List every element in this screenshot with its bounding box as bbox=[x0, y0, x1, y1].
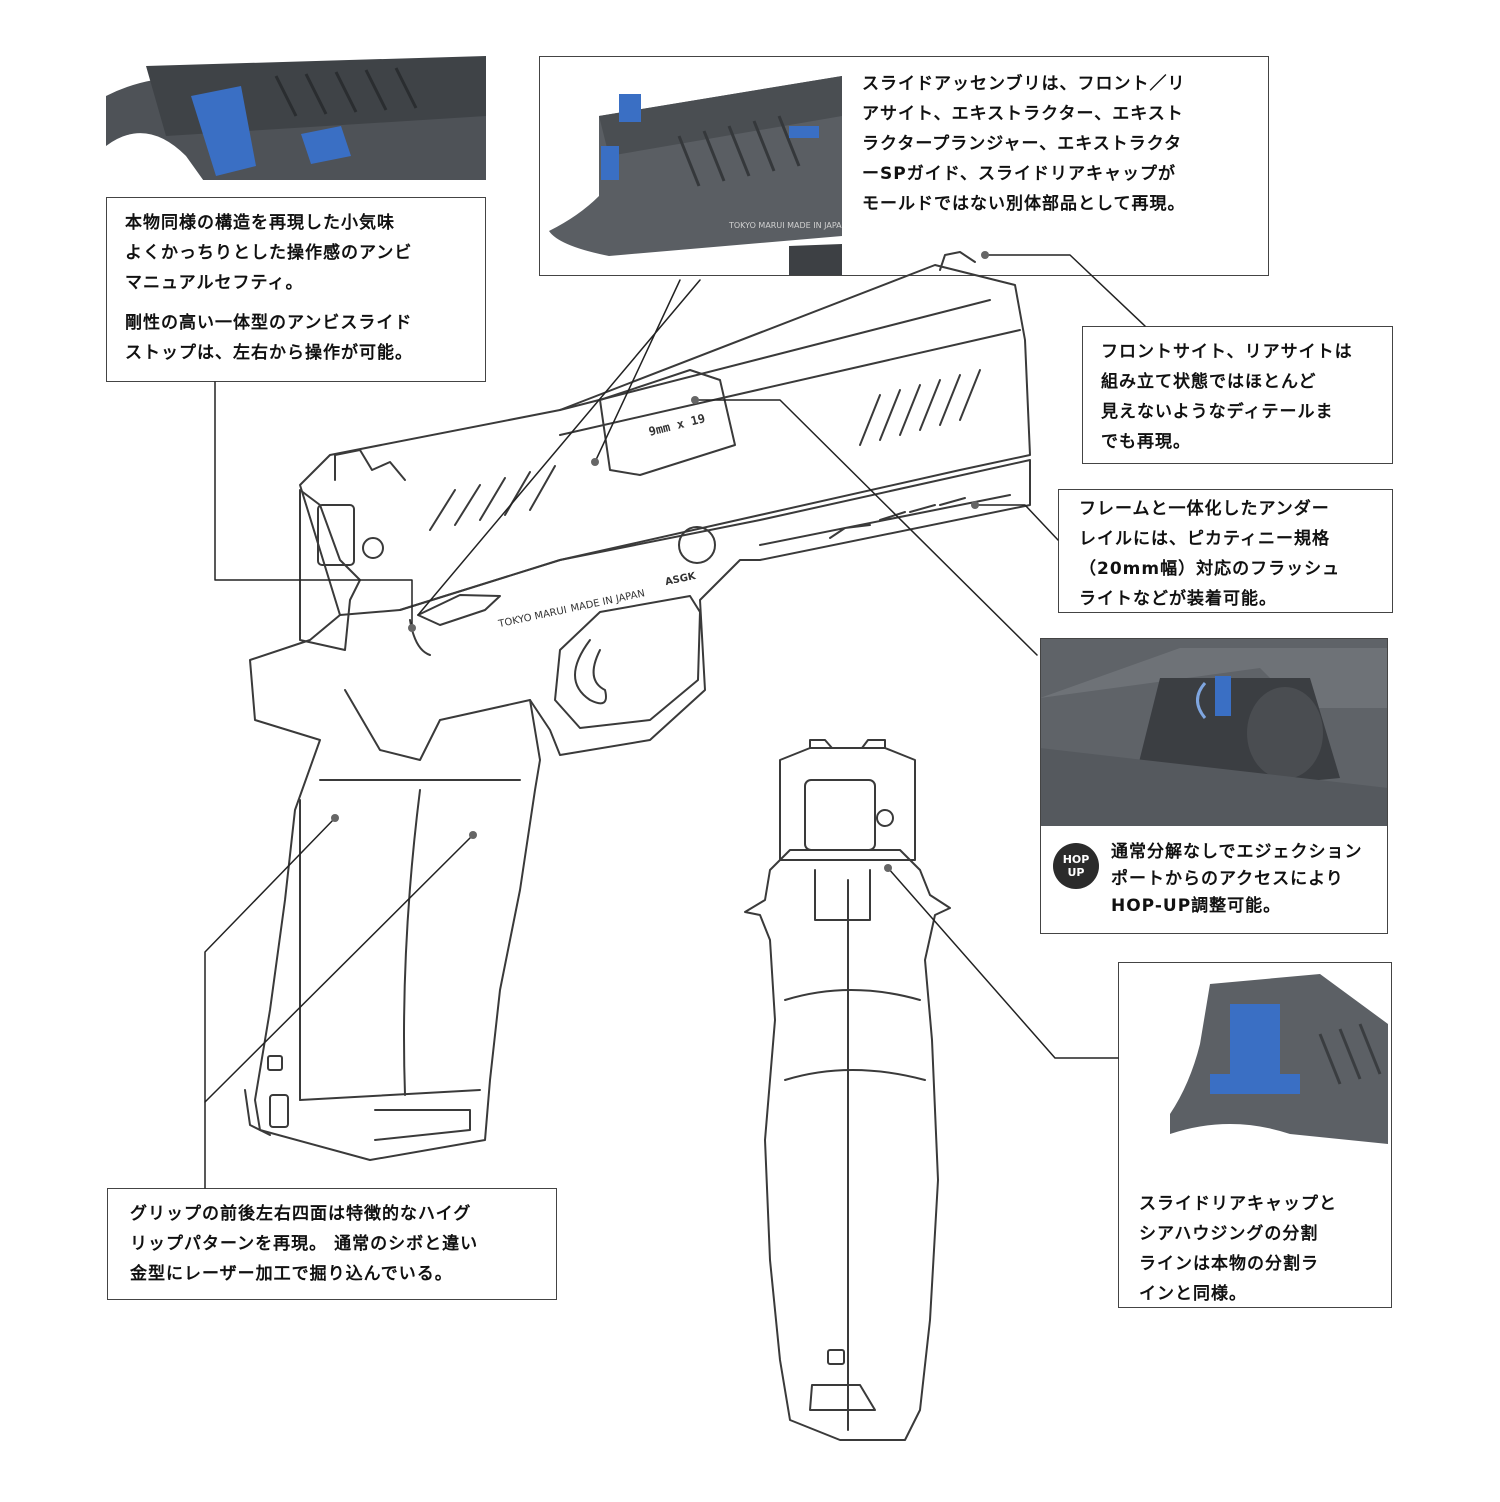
safety-callout-text: 本物同様の構造を再現した小気味 よくかっちりとした操作感のアンビ マニュアルセフ… bbox=[125, 213, 413, 293]
side-view-slide bbox=[299, 264, 1031, 616]
leader-lines bbox=[204, 254, 1146, 1189]
side-view-trigger bbox=[574, 639, 607, 705]
rear-view-slide bbox=[779, 747, 916, 861]
sights-callout-box: フロントサイト、リアサイトは 組み立て状態ではほとんど 見えないようなディテール… bbox=[1082, 326, 1393, 464]
side-view-rear-sight bbox=[334, 449, 406, 481]
rail-callout-text: フレームと一体化したアンダー レイルには、ピカティニー規格 （20mm幅）対応の… bbox=[1079, 499, 1341, 609]
sear-housing-highlight bbox=[1210, 1074, 1300, 1094]
hopup-dial-highlight bbox=[1215, 676, 1231, 716]
rear-cap-callout-text: スライドリアキャップと シアハウジングの分割 ラインは本物の分割ラ インと同様。 bbox=[1139, 1194, 1337, 1304]
rear-cap-photo bbox=[1170, 964, 1388, 1182]
rear-view-frame bbox=[744, 849, 951, 1441]
slide-stop-callout-text: 剛性の高い一体型のアンビスライド ストップは、左右から操作が可能。 bbox=[125, 313, 413, 363]
rail-callout-box: フレームと一体化したアンダー レイルには、ピカティニー規格 （20mm幅）対応の… bbox=[1058, 489, 1393, 613]
safety-callout-box: 本物同様の構造を再現した小気味 よくかっちりとした操作感のアンビ マニュアルセフ… bbox=[106, 197, 486, 382]
leader-dots bbox=[331, 251, 989, 872]
safety-detail-photo bbox=[106, 56, 486, 198]
ejection-port-photo bbox=[1040, 638, 1388, 826]
grip-callout-text: グリップの前後左右四面は特徴的なハイグ リップパターンを再現。 通常のシボと違い… bbox=[130, 1204, 479, 1284]
rear-cap-render bbox=[1170, 964, 1388, 1182]
safety-detail-render bbox=[106, 56, 486, 198]
hopup-logo: HOP UP bbox=[1053, 843, 1099, 889]
side-view-ejection-port bbox=[599, 369, 736, 476]
hopup-callout-text: 通常分解なしでエジェクション ポートからのアクセスにより HOP-UP調整可能。 bbox=[1111, 842, 1363, 916]
sights-callout-text: フロントサイト、リアサイトは 組み立て状態ではほとんど 見えないようなディテール… bbox=[1101, 342, 1353, 452]
side-view-rail bbox=[759, 494, 1011, 546]
slide-assembly-callout-box: スライドアッセンブリは、フロント／リ アサイト、エキストラクター、エキスト ラク… bbox=[539, 56, 1269, 276]
rear-sight-highlight bbox=[619, 94, 641, 122]
hopup-callout-box: HOP UP 通常分解なしでエジェクション ポートからのアクセスにより HOP-… bbox=[1040, 638, 1388, 934]
ejection-port-render bbox=[1040, 638, 1388, 826]
slide-cap-highlight bbox=[601, 146, 619, 180]
grip-callout-box: グリップの前後左右四面は特徴的なハイグ リップパターンを再現。 通常のシボと違い… bbox=[107, 1188, 557, 1300]
side-view-front-sight bbox=[939, 251, 976, 271]
side-view-grip bbox=[249, 614, 541, 1161]
rear-view-sight bbox=[809, 739, 886, 749]
rear-cap-callout-box: スライドリアキャップと シアハウジングの分割 ラインは本物の分割ラ インと同様。 bbox=[1118, 962, 1392, 1308]
rear-cap-highlight bbox=[1230, 1004, 1280, 1084]
extractor-highlight bbox=[789, 126, 819, 138]
slide-stop-highlight bbox=[301, 126, 351, 164]
slide-assembly-photo: TOKYO MARUI MADE IN JAPAN bbox=[539, 56, 842, 276]
side-view-slide-stop bbox=[417, 594, 501, 626]
side-view-trigger-guard bbox=[554, 595, 701, 729]
slide-marking-text: TOKYO MARUI MADE IN JAPAN bbox=[728, 221, 842, 230]
safety-lever-highlight bbox=[191, 86, 256, 176]
slide-assembly-render: TOKYO MARUI MADE IN JAPAN bbox=[539, 56, 842, 276]
hopup-logo-text: HOP UP bbox=[1062, 853, 1090, 879]
slide-assembly-callout-text: スライドアッセンブリは、フロント／リ アサイト、エキストラクター、エキスト ラク… bbox=[862, 74, 1186, 214]
side-view-frame bbox=[399, 459, 1031, 756]
